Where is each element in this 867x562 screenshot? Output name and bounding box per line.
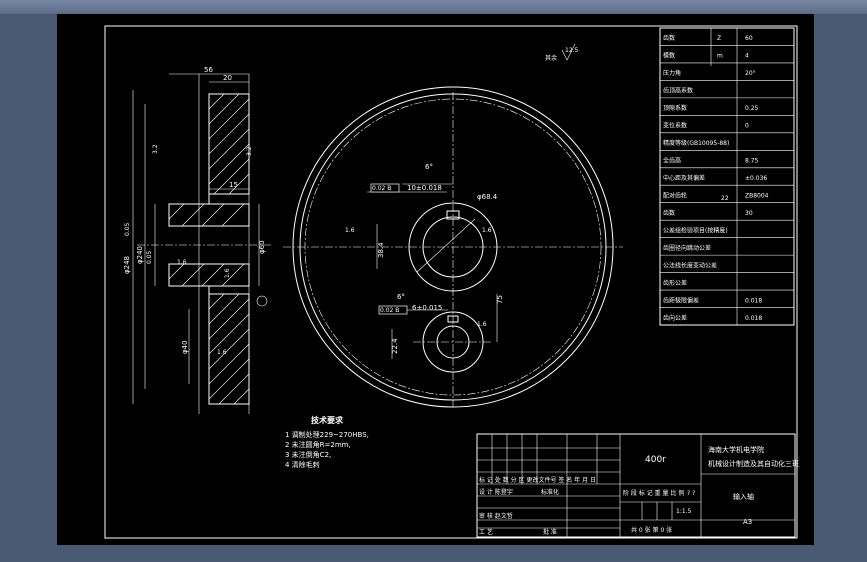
title-part-name: 输入轴	[733, 492, 754, 501]
title-review: 审 核 赵文哲	[479, 512, 513, 520]
dim-22: 22.4	[391, 338, 399, 354]
keyway-2	[447, 315, 459, 323]
roughness-1-6-b: 1.6	[177, 259, 187, 266]
dim-d248: φ248	[123, 256, 131, 274]
parameter-label: 变位系数	[663, 122, 687, 130]
parameter-value: 30	[745, 210, 753, 217]
technical-notes: 技术要求 1 调制处理229~270HBS, 2 未注圆角R=2mm, 3 未注…	[285, 415, 369, 469]
parameter-label: 全齿高	[663, 157, 681, 165]
front-view	[283, 86, 623, 408]
notes-title: 技术要求	[311, 415, 344, 425]
hub-circle	[408, 202, 498, 292]
tolerance-box-1: 0.02 B	[372, 185, 391, 192]
dim-20: 20	[223, 74, 232, 82]
parameter-value: ±0.036	[745, 175, 767, 182]
parameter-value: 60	[745, 35, 753, 42]
parameter-label: 齿顶高系数	[663, 87, 693, 95]
dim-d240-tol: 0.05	[146, 250, 153, 264]
parameter-label: 精度等级(GB10095-88)	[663, 139, 729, 147]
roughness-1-6-f: 1.6	[482, 227, 492, 234]
parameter-value: 0.018	[745, 297, 762, 304]
dim-d240: φ240	[136, 246, 144, 264]
bore-circle	[422, 216, 484, 278]
parameter-label: 模数	[663, 52, 675, 60]
parameter-table	[659, 27, 795, 326]
parameter-label: 压力角	[663, 69, 681, 77]
inner-border	[104, 25, 798, 539]
parameter-label: 齿圈径向跳动公差	[663, 244, 711, 252]
notes-item-2: 2 未注圆角R=2mm,	[285, 440, 351, 449]
parameter-label: 齿数	[663, 209, 675, 217]
keyway-1	[446, 210, 460, 220]
angle-6-b: 6°	[397, 293, 405, 301]
pair-gear-number: 22	[721, 195, 729, 202]
dim-d68: φ68.4	[477, 193, 498, 201]
hatch-upper	[208, 93, 250, 195]
dim-d248-tol: 0.05	[124, 222, 131, 236]
parameter-label: 齿距极限偏差	[663, 296, 699, 304]
roughness-1-6-e: 1.6	[477, 321, 487, 328]
drawing-sheet: 56 20 15 φ248 0.05 φ240 0.05 φ60 φ40 3.2…	[57, 14, 814, 545]
parameter-value: 8.75	[745, 158, 759, 165]
dim-15: 15	[229, 181, 238, 189]
title-part-code: 400r	[645, 455, 666, 465]
parameter-symbol: m	[717, 53, 723, 60]
notes-item-4: 4 清除毛刺	[285, 460, 320, 469]
parameter-symbol: Z	[717, 35, 721, 42]
title-sheet-size: A3	[743, 518, 752, 526]
title-design: 设 计 陈登宇	[479, 488, 513, 496]
roughness-symbol	[561, 43, 576, 61]
angle-6-a: 6°	[425, 163, 433, 171]
title-marks: ? ?	[687, 490, 695, 497]
parameter-label: 配对齿轮	[663, 191, 687, 199]
parameter-value: 0.25	[745, 105, 759, 112]
dim-keyway-2: 6±0.015	[412, 304, 442, 312]
title-stage: 阶 段 标 记 重 量 比 例	[623, 489, 684, 497]
window-titlebar	[0, 0, 867, 14]
dim-keyway-1: 10±0.018	[407, 184, 442, 192]
roughness-1-6-a: 1.6	[224, 268, 231, 278]
parameter-label: 公法线长度变动公差	[663, 261, 717, 269]
section-view	[132, 73, 272, 414]
title-approve: 批 准	[543, 528, 557, 536]
parameter-label: 顶隙系数	[663, 104, 687, 112]
parameter-value: 0.018	[745, 315, 762, 322]
parameter-label: 齿数	[663, 34, 675, 42]
dim-38: 38.4	[377, 242, 385, 258]
roughness-3-2-b: 3.2	[246, 146, 253, 156]
parameter-value: 20°	[745, 70, 756, 77]
parameter-label: 齿形公差	[663, 279, 687, 287]
dim-d60: φ60	[258, 240, 266, 254]
title-header-row: 标 记 处 数 分 区 更改文件号 签 名 年 月 日	[479, 476, 596, 484]
parameter-value: ZB8004	[745, 192, 769, 199]
title-sheets: 共 0 张 第 0 张	[631, 526, 672, 534]
parameter-label: 齿向公差	[663, 314, 687, 322]
title-scale: 1:1.5	[676, 508, 692, 515]
cad-drawing: 56 20 15 φ248 0.05 φ240 0.05 φ60 φ40 3.2…	[104, 25, 799, 539]
title-project: 机械设计制造及其自动化三班	[708, 459, 799, 468]
title-standard: 标准化	[541, 488, 559, 496]
parameter-label: 公差组检验项目(按精度)	[663, 226, 728, 234]
title-block	[476, 433, 796, 538]
title-school: 海南大学机电学院	[708, 445, 764, 454]
dim-56: 56	[204, 66, 213, 74]
roughness-others-label: 其余	[545, 54, 557, 62]
title-process: 工 艺	[479, 528, 493, 536]
dim-d40: φ40	[181, 340, 189, 354]
dim-75: 75	[496, 295, 504, 304]
parameter-value: 4	[745, 53, 749, 60]
notes-item-3: 3 未注倒角C2,	[285, 450, 331, 459]
notes-item-1: 1 调制处理229~270HBS,	[285, 430, 369, 439]
roughness-1-6-d: 1.6	[345, 227, 355, 234]
roughness-3-2-a: 3.2	[152, 144, 159, 154]
tolerance-box-2: 0.02 B	[380, 307, 399, 314]
parameter-value: 0	[745, 123, 749, 130]
roughness-1-6-c: 1.6	[217, 349, 227, 356]
parameter-label: 中心距及其偏差	[663, 174, 705, 182]
